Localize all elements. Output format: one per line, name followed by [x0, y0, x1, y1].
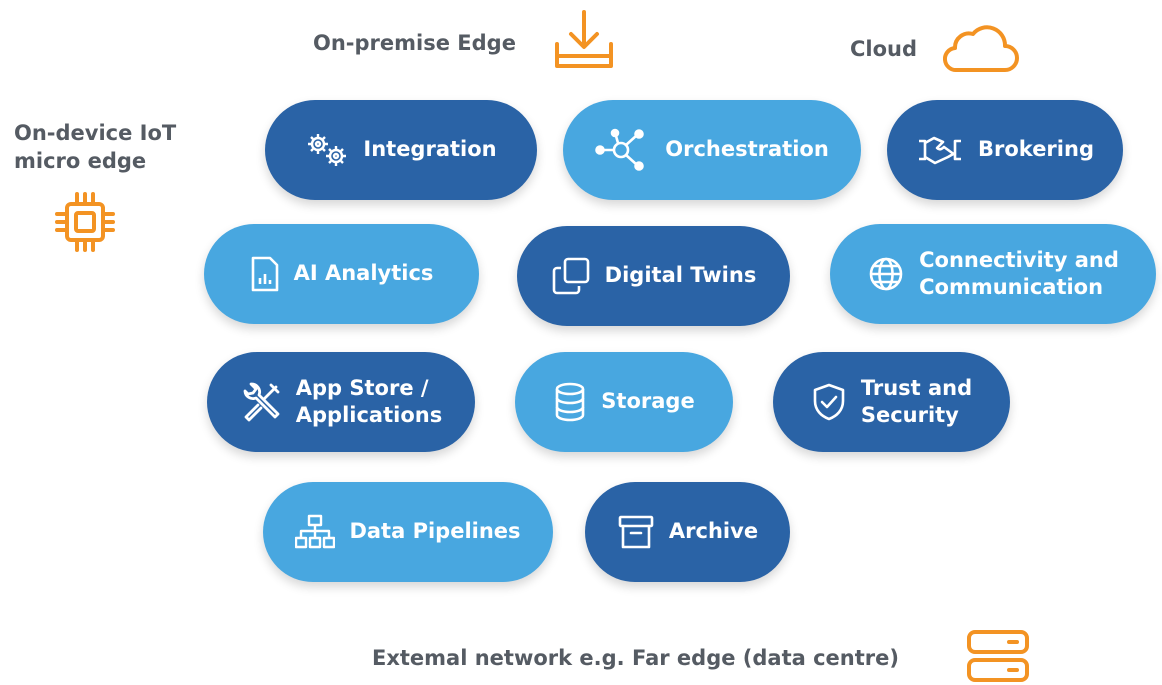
ai-analytics-label: AI Analytics	[293, 261, 434, 286]
trust-label-line1: Trust and	[860, 375, 973, 400]
tools-icon	[243, 382, 280, 422]
digital-twins-label: Digital Twins	[604, 263, 757, 288]
on-device-label-line2: micro edge	[14, 149, 147, 173]
server-icon	[967, 630, 1029, 682]
copy-icon	[552, 257, 589, 295]
brokering-label: Brokering	[978, 137, 1094, 162]
app-store-pill: App Store / Applications	[207, 352, 475, 452]
handshake-icon	[919, 136, 961, 165]
gears-icon	[308, 134, 347, 166]
database-icon	[555, 382, 585, 422]
connectivity-label-line2: Communication	[919, 275, 1104, 299]
digital-twins-pill: Digital Twins	[517, 226, 790, 326]
app-store-label-line1: App Store /	[295, 375, 429, 400]
orchestration-label: Orchestration	[665, 137, 829, 162]
ai-analytics-pill: AI Analytics	[204, 224, 479, 324]
on-premise-edge-label: On-premise Edge	[313, 31, 516, 55]
connectivity-label-line1: Connectivity and	[919, 247, 1119, 272]
cloud-icon	[943, 25, 1019, 73]
storage-label: Storage	[601, 389, 695, 414]
trust-label-line2: Security	[860, 403, 959, 427]
storage-pill: Storage	[515, 352, 733, 452]
cloud-label: Cloud	[850, 37, 918, 61]
brokering-pill: Brokering	[887, 100, 1123, 200]
data-pipelines-label: Data Pipelines	[349, 519, 521, 544]
archive-box-icon	[618, 515, 654, 549]
app-store-label-line2: Applications	[295, 403, 443, 427]
report-icon	[251, 256, 278, 292]
data-pipelines-pill: Data Pipelines	[263, 482, 553, 582]
shield-check-icon	[813, 383, 845, 421]
orchestration-pill: Orchestration	[563, 100, 861, 200]
integration-pill: Integration	[265, 100, 537, 200]
connectivity-pill: Connectivity and Communication	[830, 224, 1156, 324]
network-nodes-icon	[595, 128, 645, 171]
sitemap-icon	[295, 514, 336, 549]
archive-pill: Archive	[585, 482, 790, 582]
trust-security-pill: Trust and Security	[773, 352, 1010, 452]
on-device-label-line1: On-device IoT	[14, 121, 177, 145]
globe-icon	[869, 257, 903, 291]
external-network-label: Extemal network e.g. Far edge (data cent…	[372, 646, 899, 670]
integration-label: Integration	[363, 137, 497, 162]
archive-label: Archive	[668, 519, 759, 544]
download-tray-icon	[555, 10, 613, 68]
chip-icon	[55, 192, 115, 252]
